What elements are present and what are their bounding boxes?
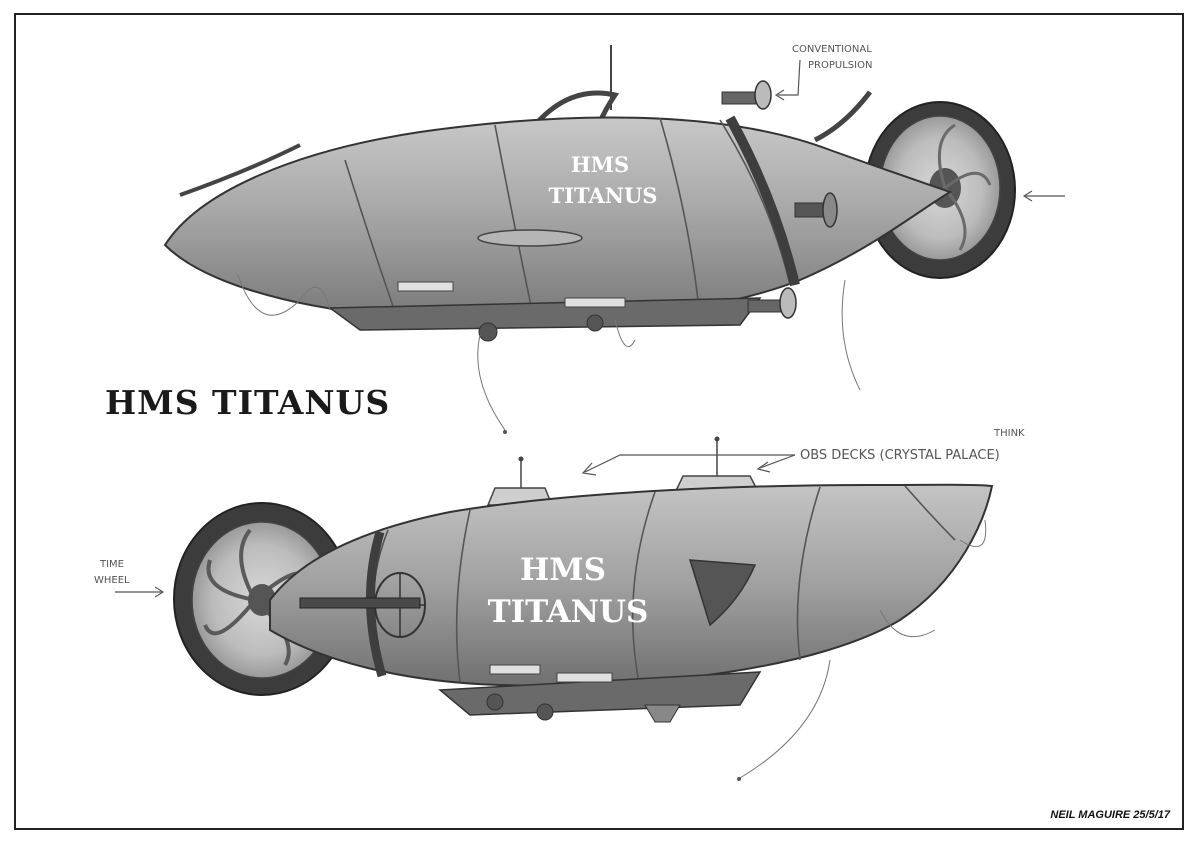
upper-side-pod <box>477 229 583 247</box>
upper-propeller-bottom <box>747 287 797 319</box>
upper-arch-front <box>533 90 620 127</box>
upper-wheel-arrow <box>1022 190 1065 202</box>
lower-hull-text-line1: HMS <box>520 552 606 588</box>
upper-window-1 <box>397 281 454 292</box>
upper-airship: HMS TITANUS <box>163 45 1016 434</box>
page-title: HMS TITANUS <box>105 383 391 422</box>
upper-propeller-top <box>721 80 772 110</box>
obs-decks-annotation: THINK OBS DECKS (CRYSTAL PALACE) <box>581 428 1025 476</box>
upper-window-2 <box>564 297 626 308</box>
time-wheel-label-line2: WHEEL <box>94 575 130 586</box>
upper-arch-rear <box>813 90 872 143</box>
propulsion-label-line1: CONVENTIONAL <box>792 44 872 55</box>
lower-airship: HMS TITANUS <box>173 436 994 781</box>
time-wheel-label-line1: TIME <box>99 559 124 570</box>
lower-window-1 <box>489 664 541 675</box>
lower-fin <box>688 559 757 627</box>
lower-axle <box>299 597 421 609</box>
lower-hull <box>269 483 994 687</box>
lower-gondola-pod <box>644 704 681 723</box>
lower-mooring-lines <box>739 519 987 779</box>
upper-mooring-lines <box>237 274 861 431</box>
obs-decks-label: OBS DECKS (CRYSTAL PALACE) <box>800 448 1000 463</box>
upper-bow-rail <box>179 143 301 197</box>
time-wheel-annotation: TIME WHEEL <box>94 559 165 598</box>
lower-hull-text-line2: TITANUS <box>488 594 649 630</box>
upper-hull-text-line2: TITANUS <box>549 183 658 208</box>
propulsion-annotation: CONVENTIONAL PROPULSION <box>774 44 872 101</box>
lower-gondola <box>438 671 762 716</box>
lower-window-2 <box>556 672 613 683</box>
artist-signature: NEIL MAGUIRE 25/5/17 <box>1050 809 1170 821</box>
upper-propeller-side <box>794 192 838 228</box>
propulsion-label-line2: PROPULSION <box>808 60 872 71</box>
obs-deck-1 <box>486 456 554 506</box>
upper-hull-text-line1: HMS <box>571 152 629 177</box>
upper-hull-band <box>725 115 800 287</box>
think-label: THINK <box>993 428 1025 439</box>
